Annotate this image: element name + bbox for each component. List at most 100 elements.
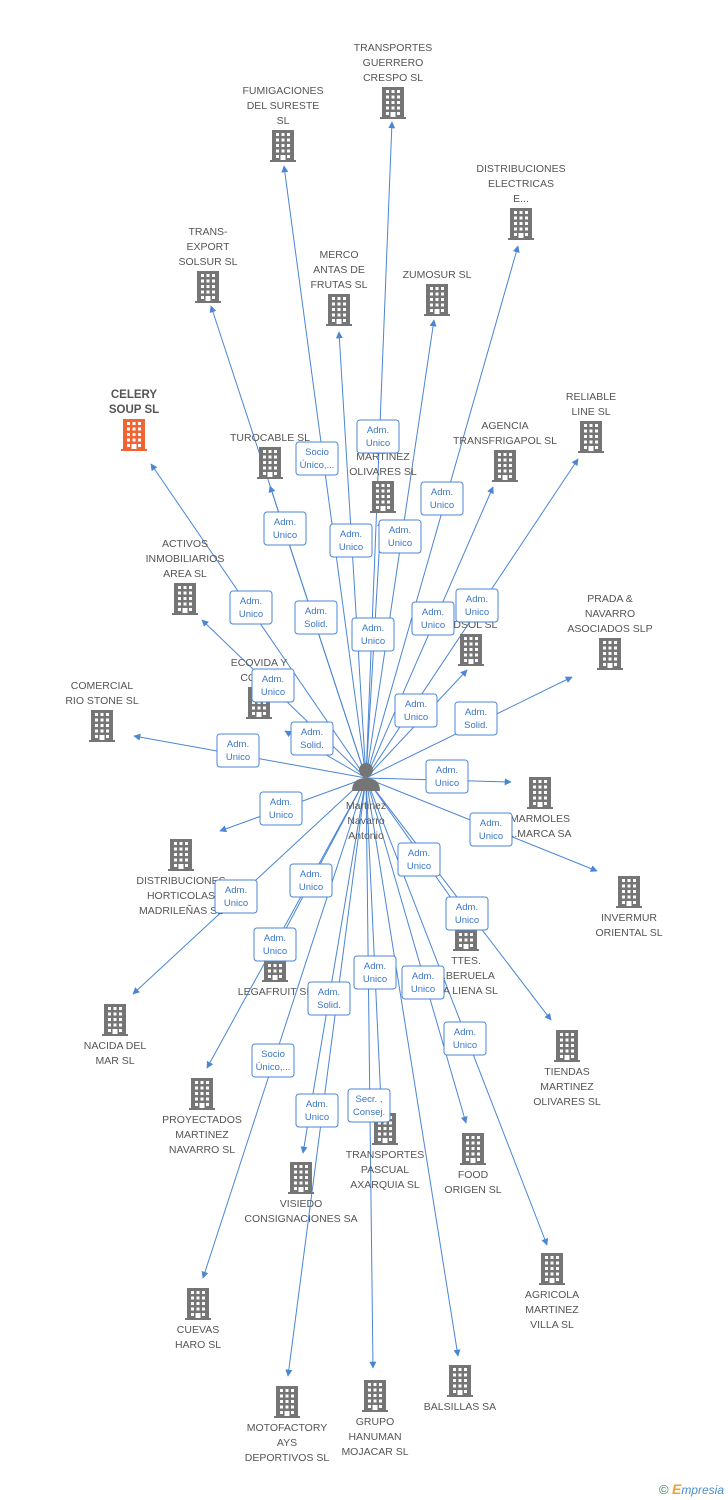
- relation-box: [454, 701, 498, 736]
- relation-text: Adm.: [454, 1027, 476, 1038]
- building-icon: [195, 271, 221, 303]
- company-label-line: MARTINEZ: [175, 1129, 229, 1141]
- company-label-line: NAVARRO SL: [169, 1144, 235, 1156]
- relation-label[interactable]: Adm.Unico: [295, 1093, 339, 1128]
- building-icon: [362, 1380, 388, 1412]
- relation-box: [253, 927, 297, 962]
- relation-label[interactable]: Adm.Unico: [329, 523, 373, 558]
- relation-label[interactable]: Adm.Unico: [353, 955, 397, 990]
- relation-label[interactable]: Adm.Unico: [445, 896, 489, 931]
- empresia-footer[interactable]: © Empresia: [659, 1481, 724, 1497]
- relation-label[interactable]: Adm.Solid.: [290, 721, 334, 756]
- relation-label[interactable]: SocioÚnico,...: [251, 1043, 295, 1078]
- relation-label[interactable]: Adm. Solid.: [454, 701, 498, 736]
- relation-box: [445, 896, 489, 931]
- company-label-line: TRANS-: [188, 226, 228, 238]
- relation-box: [214, 879, 258, 914]
- relation-label[interactable]: Adm.Unico: [425, 759, 469, 794]
- relation-text: Solid.: [464, 720, 488, 731]
- relation-label[interactable]: Adm.Unico: [455, 588, 499, 623]
- company-label-line: TRANSFRIGAPOL SL: [453, 435, 557, 447]
- company-node-distribuciones-electricas[interactable]: DISTRIBUCIONESELECTRICASE...: [476, 163, 566, 240]
- relation-label[interactable]: Adm.Unico: [351, 617, 395, 652]
- building-icon: [460, 1133, 486, 1165]
- building-icon: [554, 1030, 580, 1062]
- relation-text: Unico: [305, 1112, 329, 1123]
- relation-label[interactable]: Adm.Unico: [378, 519, 422, 554]
- relation-label[interactable]: SocioÚnico,...: [295, 441, 339, 476]
- relation-text: Adm.: [240, 596, 262, 607]
- relation-label[interactable]: Adm.Unico: [411, 601, 455, 636]
- company-label-line: PROYECTADOS: [162, 1114, 242, 1126]
- company-label-line: LINE SL: [571, 406, 610, 418]
- relation-label[interactable]: Adm.Unico: [259, 791, 303, 826]
- relation-label[interactable]: Adm.Unico: [289, 863, 333, 898]
- relation-text: Adm.: [225, 885, 247, 896]
- relation-label[interactable]: Adm. Unico: [214, 879, 258, 914]
- edge-cuevas-haro: [201, 777, 367, 1279]
- company-label-line: SOUP SL: [109, 404, 159, 416]
- relation-label[interactable]: Adm.Unico: [251, 668, 295, 703]
- relation-text: Adm.: [456, 902, 478, 913]
- building-icon: [380, 87, 406, 119]
- relation-text: Unico: [224, 898, 248, 909]
- relation-text: Solid.: [317, 1000, 341, 1011]
- person-node-martinez-navarro-antonio[interactable]: Martinez Navarro Antonio: [346, 763, 386, 842]
- relation-label[interactable]: Adm.Unico: [443, 1021, 487, 1056]
- building-icon: [172, 583, 198, 615]
- relation-label[interactable]: Adm.Unico: [356, 419, 400, 454]
- person-name-line-1: Martinez: [346, 800, 386, 812]
- relation-label[interactable]: Adm.Unico: [397, 842, 441, 877]
- relation-label[interactable]: Adm.Unico: [401, 965, 445, 1000]
- relation-text: Adm.: [465, 707, 487, 718]
- company-node-martinez-olivares-farm[interactable]: F... AMARTINEZOLIVARES SL: [349, 436, 417, 513]
- relation-box: [259, 791, 303, 826]
- relation-label[interactable]: Adm.Unico: [394, 693, 438, 728]
- relation-label[interactable]: Adm.Solid.: [307, 981, 351, 1016]
- company-label-line: BALSILLAS SA: [424, 1401, 496, 1413]
- company-node-turocable[interactable]: TUROCABLE SL: [230, 432, 310, 479]
- relation-label[interactable]: Adm.Unico: [469, 812, 513, 847]
- company-label-line: MADRILEÑAS SL: [139, 904, 223, 917]
- relation-label[interactable]: Secr. ,Consej.: [347, 1088, 391, 1123]
- company-node-balsillas[interactable]: BALSILLAS SA: [424, 1365, 496, 1413]
- relation-label[interactable]: Adm.Unico: [253, 927, 297, 962]
- relation-label[interactable]: Adm.Unico: [216, 733, 260, 768]
- company-label-line: ORIGEN SL: [444, 1184, 501, 1196]
- company-node-zumosur[interactable]: ZUMOSUR SL: [403, 269, 472, 316]
- relation-label[interactable]: Adm.Unico: [263, 511, 307, 546]
- company-node-marmoles-marca[interactable]: MARMOLES...MARCA SA: [508, 777, 572, 840]
- relation-label[interactable]: Adm.Unico: [229, 590, 273, 625]
- relation-label[interactable]: Adm.Solid.: [294, 600, 338, 635]
- relation-box: [347, 1088, 391, 1123]
- empresia-logo: E: [671, 1481, 682, 1497]
- relation-label[interactable]: Adm.Unico: [420, 481, 464, 516]
- company-node-visiedo-consignaciones[interactable]: VISIEDO CONSIGNACIONES SA: [244, 1162, 358, 1225]
- company-label-line: VISIEDO: [280, 1198, 323, 1210]
- company-label-line: TRANSPORTES: [354, 42, 433, 54]
- company-node-proyectados-martinez[interactable]: PROYECTADOS MARTINEZ NAVARRO SL: [162, 1078, 242, 1156]
- relation-text: Unico: [430, 500, 454, 511]
- company-label-line: CONSIGNACIONES SA: [244, 1213, 357, 1225]
